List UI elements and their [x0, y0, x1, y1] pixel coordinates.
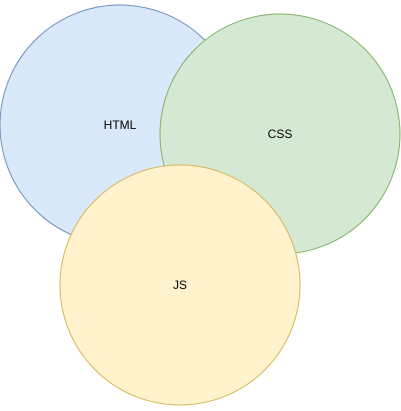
css-label: CSS [268, 127, 293, 141]
js-circle[interactable] [59, 164, 301, 406]
html-label: HTML [104, 118, 137, 132]
js-label: JS [173, 278, 187, 292]
